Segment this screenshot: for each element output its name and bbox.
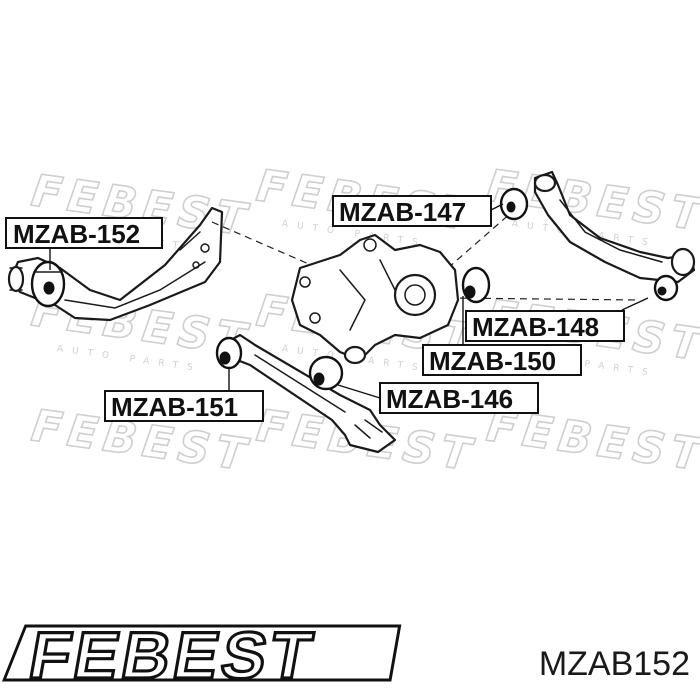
bushing-mzab-152 xyxy=(30,260,66,308)
svg-text:MZAB-147: MZAB-147 xyxy=(339,197,466,227)
lower-link xyxy=(220,333,397,454)
knuckle xyxy=(290,233,460,365)
svg-text:MZAB-146: MZAB-146 xyxy=(386,384,513,414)
bushing-mzab-150 xyxy=(461,266,491,304)
part-number: MZAB152 xyxy=(539,645,690,683)
bushing-mzab-146 xyxy=(308,355,344,391)
bushing-mzab-148 xyxy=(653,274,679,302)
bushing-mzab-151 xyxy=(215,336,243,370)
callout-mzab-152: MZAB-152 xyxy=(5,217,163,249)
parts-drawing xyxy=(7,170,696,454)
bushing-mzab-147 xyxy=(499,187,529,221)
dashed-connector xyxy=(447,211,513,269)
callout-mzab-151: MZAB-151 xyxy=(104,390,264,422)
svg-text:MZAB-150: MZAB-150 xyxy=(429,346,556,376)
svg-text:MZAB-148: MZAB-148 xyxy=(472,312,599,342)
dashed-connector xyxy=(447,297,641,301)
svg-text:MZAB-152: MZAB-152 xyxy=(13,219,140,249)
callout-mzab-148: MZAB-148 xyxy=(465,310,625,342)
callout-mzab-146: MZAB-146 xyxy=(379,382,539,414)
svg-text:FEBEST: FEBEST xyxy=(24,619,321,692)
callout-mzab-147: MZAB-147 xyxy=(332,195,492,227)
callout-mzab-150: MZAB-150 xyxy=(422,344,582,376)
brand-logo: FEBEST xyxy=(1,618,402,694)
upper-arm xyxy=(533,170,696,284)
svg-text:MZAB-151: MZAB-151 xyxy=(111,392,238,422)
dashed-connector xyxy=(211,221,319,269)
